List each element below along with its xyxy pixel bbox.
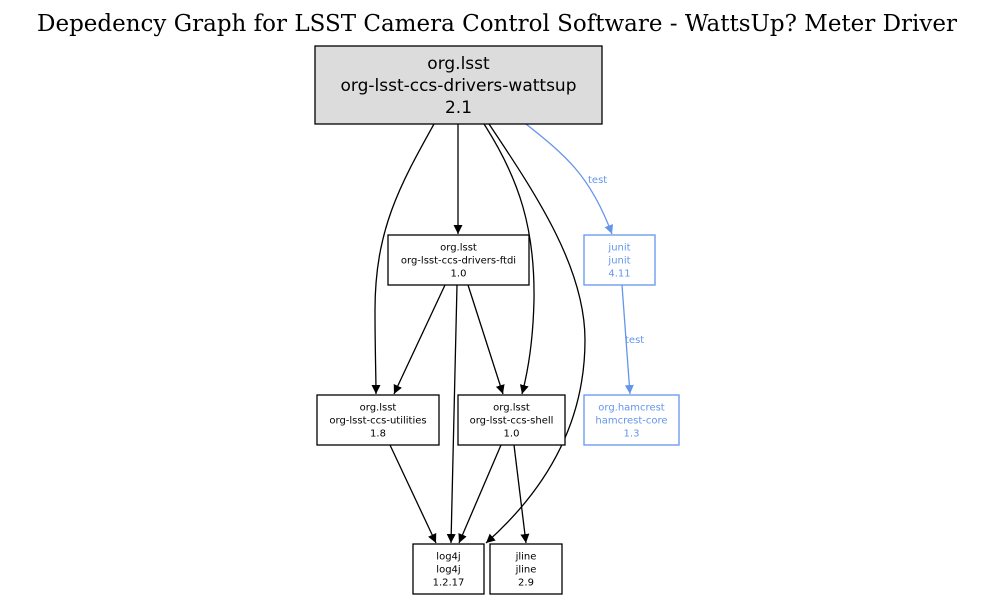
node-box	[583, 234, 656, 286]
edge-wattsup-to-shell	[483, 123, 535, 395]
edge-ftdi-to-shell	[467, 284, 505, 395]
node-group: org.lsst	[493, 403, 530, 414]
node-jline[interactable]: jline jline 2.9	[489, 543, 563, 595]
node-artifact: log4j	[436, 565, 460, 576]
edge-ftdi-to-utilities	[393, 284, 446, 395]
edge-ftdi-to-log4j	[446, 284, 458, 544]
node-artifact: org-lsst-ccs-drivers-wattsup	[340, 76, 576, 96]
node-box	[316, 394, 440, 446]
node-artifact: junit	[607, 256, 630, 267]
node-group: org.lsst	[440, 243, 477, 254]
node-box	[412, 543, 485, 595]
node-group: org.hamcrest	[598, 403, 665, 414]
node-artifact: org-lsst-ccs-utilities	[329, 416, 426, 427]
edge-wattsup-to-junit	[525, 123, 614, 235]
node-junit[interactable]: junit junit 4.11	[583, 234, 656, 286]
edge-label: test	[588, 175, 607, 186]
edge-utilities-to-log4j	[389, 444, 437, 544]
node-hamcrest[interactable]: org.hamcrest hamcrest-core 1.3	[583, 394, 680, 446]
node-version: 2.9	[518, 578, 534, 589]
edge-shell-to-jline	[513, 444, 530, 544]
node-version: 1.2.17	[433, 578, 465, 589]
node-version: 2.1	[445, 98, 472, 118]
node-box	[583, 394, 680, 446]
node-artifact: org-lsst-ccs-shell	[470, 416, 554, 427]
node-ftdi[interactable]: org.lsst org-lsst-ccs-drivers-ftdi 1.0	[387, 234, 530, 286]
edges-layer: test test	[371, 123, 644, 544]
node-box	[489, 543, 563, 595]
edge-wattsup-to-log4j	[485, 123, 586, 544]
node-version: 1.3	[624, 429, 640, 440]
node-version: 1.0	[451, 269, 467, 280]
edge-junit-to-hamcrest	[621, 284, 634, 395]
node-box	[314, 45, 603, 125]
node-group: log4j	[436, 552, 460, 563]
node-group: junit	[607, 243, 630, 254]
node-box	[457, 394, 566, 446]
node-log4j[interactable]: log4j log4j 1.2.17	[412, 543, 485, 595]
node-utilities[interactable]: org.lsst org-lsst-ccs-utilities 1.8	[316, 394, 440, 446]
node-group: org.lsst	[427, 54, 490, 74]
nodes-layer: org.lsstorg-lsst-ccs-drivers-wattsup2.1o…	[314, 45, 680, 595]
node-group: jline	[515, 552, 537, 563]
graph-title: Depedency Graph for LSST Camera Control …	[37, 11, 957, 37]
edge-wattsup-to-utilities	[371, 123, 435, 395]
edge-shell-to-log4j	[458, 444, 502, 544]
node-box	[387, 234, 530, 286]
node-group: org.lsst	[360, 403, 397, 414]
node-artifact: jline	[515, 565, 537, 576]
node-version: 1.0	[504, 429, 520, 440]
node-artifact: org-lsst-ccs-drivers-ftdi	[401, 256, 516, 267]
node-shell[interactable]: org.lsst org-lsst-ccs-shell 1.0	[457, 394, 566, 446]
node-version: 1.8	[370, 429, 386, 440]
node-artifact: hamcrest-core	[595, 416, 667, 427]
edge-label: test	[625, 335, 644, 346]
node-version: 4.11	[608, 269, 630, 280]
